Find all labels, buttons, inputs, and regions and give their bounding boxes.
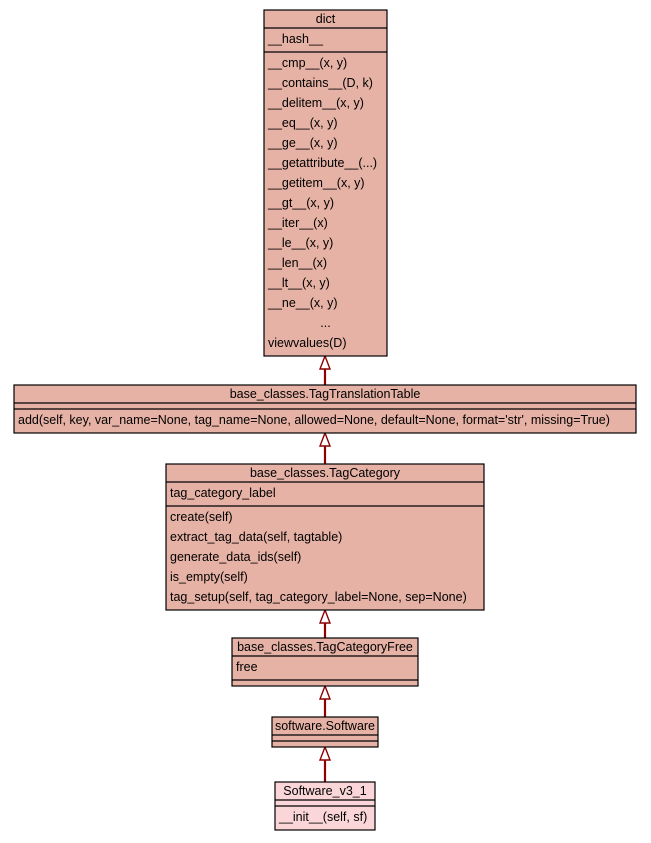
- inheritance-arrowhead: [318, 745, 332, 761]
- class-method: extract_tag_data(self, tagtable): [170, 530, 342, 544]
- inheritance-arrow: [318, 745, 332, 782]
- inheritance-arrow: [318, 354, 332, 385]
- class-dict[interactable]: dict __hash__ __cmp__(x, y) __contains__(D,…: [263, 9, 388, 357]
- class-attribute: tag_category_label: [170, 486, 276, 500]
- class-method: __len__(x): [267, 256, 327, 270]
- inheritance-arrowhead: [318, 431, 332, 447]
- class-method: generate_data_ids(self): [170, 550, 301, 564]
- class-name: Software_v3_1: [283, 784, 366, 798]
- class-tag-translation-table[interactable]: base_classes.TagTranslationTable add(self…: [13, 384, 637, 434]
- class-method: __getattribute__(...): [267, 156, 377, 170]
- class-attribute: free: [236, 660, 258, 674]
- inheritance-arrowhead: [318, 608, 332, 624]
- class-method: create(self): [170, 510, 233, 524]
- inheritance-arrow: [318, 608, 332, 638]
- class-name: base_classes.TagTranslationTable: [230, 387, 421, 401]
- inheritance-arrowhead: [318, 354, 332, 370]
- class-box: [231, 637, 419, 687]
- inheritance-arrow: [318, 431, 332, 464]
- class-method: ...: [320, 316, 330, 330]
- class-method: __cmp__(x, y): [267, 56, 347, 70]
- class-box: [263, 9, 388, 357]
- inheritance-edges: [318, 354, 332, 782]
- class-attribute: __hash__: [267, 32, 324, 46]
- class-box: [271, 716, 379, 748]
- class-method: __gt__(x, y): [267, 196, 334, 210]
- class-method: __iter__(x): [267, 216, 328, 230]
- class-method: add(self, key, var_name=None, tag_name=N…: [18, 413, 610, 427]
- class-method: tag_setup(self, tag_category_label=None,…: [170, 590, 467, 604]
- class-name: software.Software: [275, 719, 375, 733]
- class-method: is_empty(self): [170, 570, 248, 584]
- class-method: __init__(self, sf): [278, 810, 367, 824]
- class-method: __ge__(x, y): [267, 136, 337, 150]
- class-nodes: dict __hash__ __cmp__(x, y) __contains__(D,…: [13, 9, 637, 831]
- inheritance-arrowhead: [318, 684, 332, 700]
- class-method: viewvalues(D): [268, 336, 347, 350]
- class-software[interactable]: software.Software: [271, 716, 379, 748]
- class-box: [165, 463, 485, 611]
- class-method: __lt__(x, y): [267, 276, 330, 290]
- class-method: __ne__(x, y): [267, 296, 337, 310]
- inheritance-arrow: [318, 684, 332, 717]
- class-tag-category[interactable]: base_classes.TagCategory tag_category_lab…: [165, 463, 485, 611]
- class-method: __getitem__(x, y): [267, 176, 365, 190]
- class-name: dict: [316, 12, 336, 26]
- class-method: __delitem__(x, y): [267, 96, 364, 110]
- class-method: __contains__(D, k): [267, 76, 373, 90]
- class-method: __le__(x, y): [267, 236, 333, 250]
- class-software-v3-1[interactable]: Software_v3_1 __init__(self, sf): [274, 781, 376, 831]
- class-name: base_classes.TagCategoryFree: [237, 640, 413, 654]
- class-method: __eq__(x, y): [267, 116, 337, 130]
- class-name: base_classes.TagCategory: [250, 466, 401, 480]
